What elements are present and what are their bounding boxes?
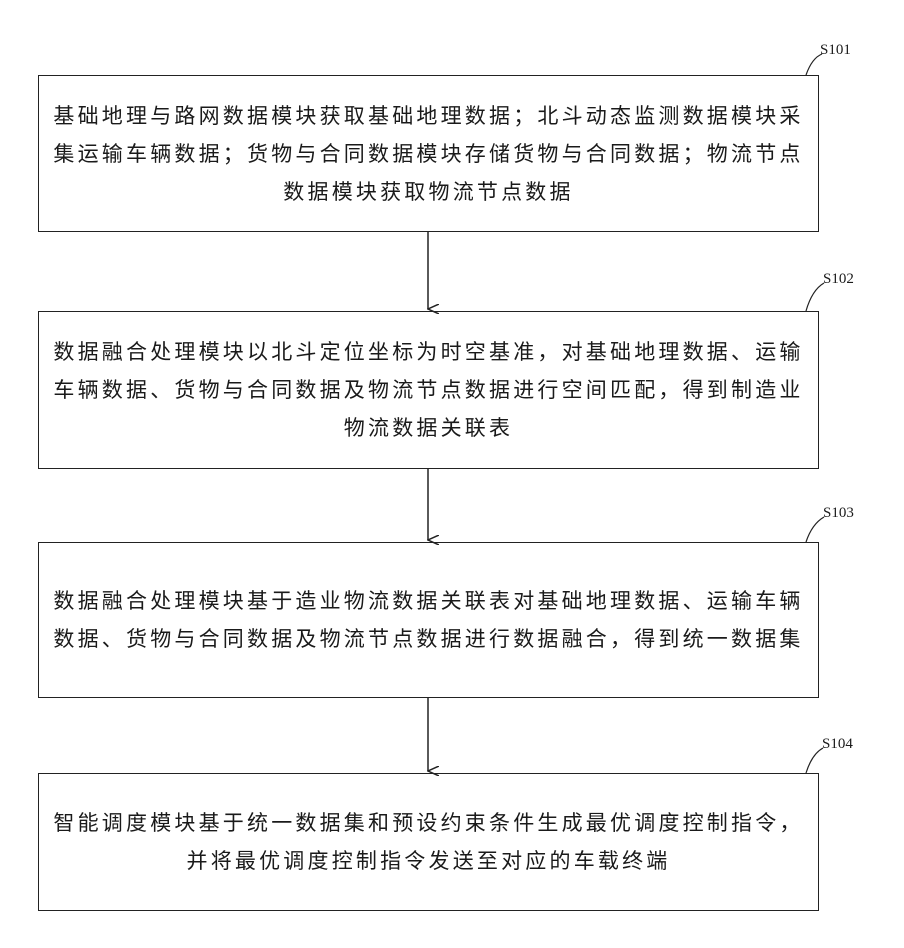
leader-line-s103 — [806, 517, 824, 542]
leader-line-s101 — [806, 54, 822, 75]
leader-line-s104 — [806, 748, 823, 773]
leader-line-s102 — [806, 283, 824, 311]
